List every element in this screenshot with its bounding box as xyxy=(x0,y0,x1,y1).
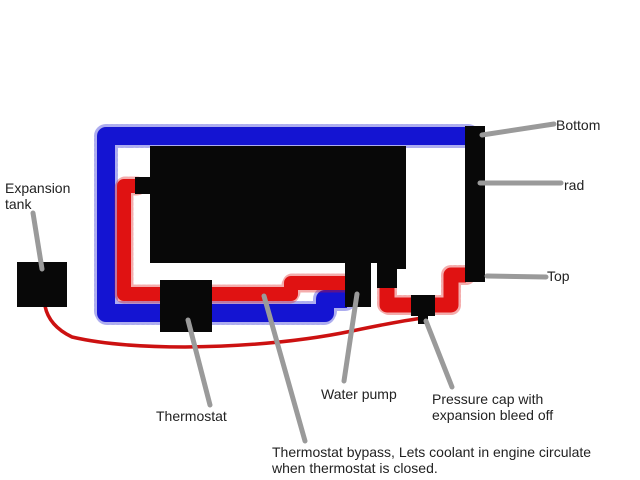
pressure-cap-body xyxy=(411,295,435,316)
pointer-thermostat xyxy=(185,317,213,408)
engine-outlet-stub xyxy=(377,261,397,288)
engine-inlet-stub xyxy=(135,177,152,194)
pointer-water-pump xyxy=(341,291,360,384)
pointer-bypass xyxy=(261,293,308,444)
label-rad: rad xyxy=(564,177,585,193)
label-expansion-tank: Expansion tank xyxy=(5,180,95,212)
pressure-cap-stem xyxy=(418,315,428,324)
label-line: Thermostat bypass, Lets coolant in engin… xyxy=(272,444,592,460)
label-thermostat: Thermostat xyxy=(156,408,227,424)
overflow-hose xyxy=(43,304,425,349)
label-line: Pressure cap with xyxy=(432,391,544,407)
pointer-bottom xyxy=(479,121,557,138)
label-bypass-note: Thermostat bypass, Lets coolant in engin… xyxy=(272,444,627,476)
label-water-pump: Water pump xyxy=(321,386,397,402)
label-line: tank xyxy=(5,196,32,212)
pointer-top xyxy=(484,273,549,280)
thermostat-body xyxy=(160,280,212,332)
label-pressure-cap: Pressure cap with expansion bleed off xyxy=(432,391,582,423)
label-line: expansion bleed off xyxy=(432,407,554,423)
red-pipe-right xyxy=(379,267,466,313)
engine-block xyxy=(150,146,406,263)
label-line: when thermostat is closed. xyxy=(272,460,438,476)
pointer-expansion-tank xyxy=(30,210,45,272)
radiator xyxy=(465,126,485,282)
label-bottom: Bottom xyxy=(556,117,601,133)
blue-pipe xyxy=(97,127,468,322)
label-line: Expansion xyxy=(5,180,71,196)
label-top: Top xyxy=(547,268,570,284)
pointer-pressure-cap xyxy=(423,318,455,390)
